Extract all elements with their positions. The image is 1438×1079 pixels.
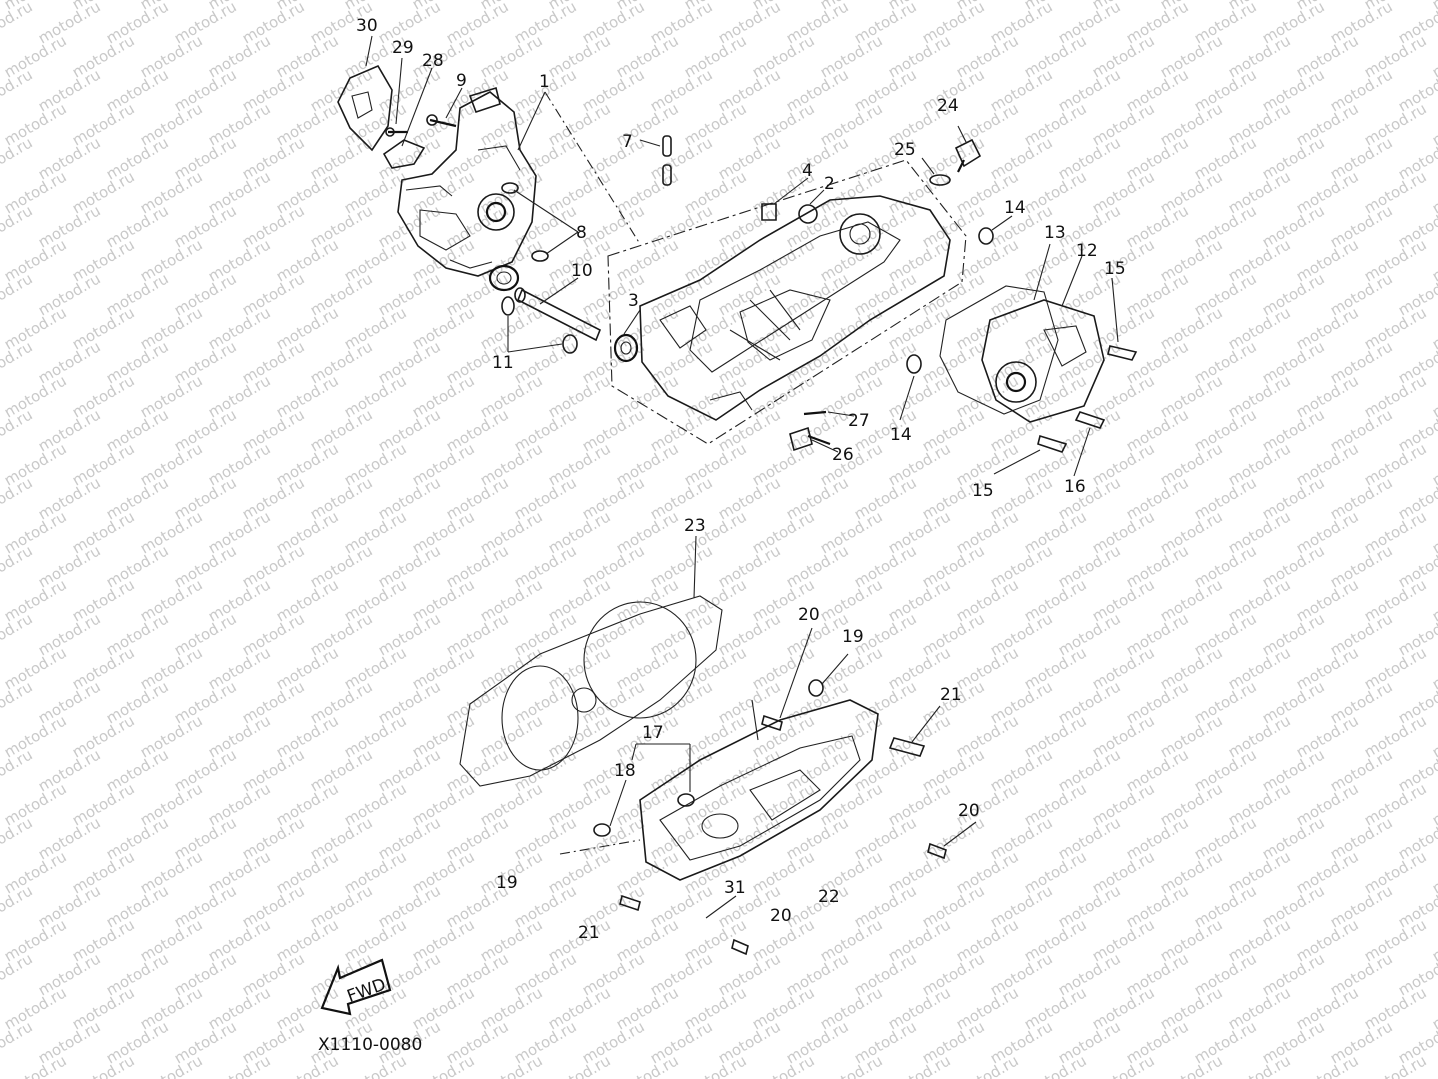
watermark-text: motod.ru (1361, 1051, 1430, 1079)
callout-27: 27 (848, 411, 870, 431)
callout-19-left: 19 (496, 873, 518, 893)
callout-19-top: 19 (842, 627, 864, 647)
watermark-text: motod.ru (0, 983, 2, 1033)
watermark-text: motod.ru (1429, 1051, 1438, 1079)
callout-12: 12 (1076, 241, 1098, 261)
watermark-text: motod.ru (1429, 31, 1438, 81)
callout-17: 17 (642, 723, 664, 743)
callout-18: 18 (614, 761, 636, 781)
leader-lines (365, 35, 1119, 919)
watermark-text: motod.ru (1429, 915, 1438, 965)
callout-11: 11 (492, 353, 514, 373)
watermark-text: motod.ru (1429, 439, 1438, 489)
callout-16: 16 (1064, 477, 1086, 497)
watermark-text: motod.ru (1429, 779, 1438, 829)
callout-22: 22 (818, 887, 840, 907)
watermark-text: motod.ru (0, 643, 2, 693)
callout-13: 13 (1044, 223, 1066, 243)
callout-20-right: 20 (958, 801, 980, 821)
callout-25: 25 (894, 140, 916, 160)
callout-10: 10 (571, 261, 593, 281)
callout-26: 26 (832, 445, 854, 465)
callout-2: 2 (824, 174, 835, 194)
watermark-text: motod.ru (0, 711, 2, 761)
watermark-text: motod.ru (1429, 99, 1438, 149)
callout-21-right: 21 (940, 685, 962, 705)
watermark-text: motod.ru (1089, 1051, 1158, 1079)
watermark-text: motod.ru (1293, 1051, 1362, 1079)
watermark-text: motod.ru (613, 1051, 682, 1079)
watermark-text: motod.ru (0, 99, 2, 149)
watermark-text: motod.ru (0, 439, 2, 489)
side-cover-part (906, 138, 1138, 453)
callout-28: 28 (422, 51, 444, 71)
callout-3: 3 (628, 291, 639, 311)
callout-9: 9 (456, 71, 467, 91)
callout-30: 30 (356, 16, 378, 36)
watermark-text: motod.ru (0, 915, 2, 965)
watermark-text: motod.ru (1429, 235, 1438, 285)
watermark-text: motod.ru (0, 1051, 2, 1079)
callout-31: 31 (724, 878, 746, 898)
watermark-text: motod.ru (1429, 507, 1438, 557)
watermark-text: motod.ru (885, 1051, 954, 1079)
callout-24: 24 (937, 96, 959, 116)
watermark-text: motod.ru (0, 303, 2, 353)
watermark-text: motod.ru (1429, 643, 1438, 693)
callout-20-top: 20 (798, 605, 820, 625)
callout-23: 23 (684, 516, 706, 536)
watermark-text: motod.ru (0, 167, 2, 217)
watermark-text: motod.ru (0, 779, 2, 829)
callout-layer: 30 29 28 9 1 7 8 10 11 3 4 2 24 25 14 13… (318, 16, 1126, 1055)
watermark-text: motod.ru (545, 1051, 614, 1079)
callout-29: 29 (392, 38, 414, 58)
watermark-text: motod.ru (1429, 983, 1438, 1033)
watermark-text: motod.ru (1429, 0, 1438, 13)
crankcase-left-part (337, 64, 602, 354)
watermark-text: motod.ru (0, 235, 2, 285)
callout-4: 4 (802, 161, 813, 181)
watermark-text: motod.ru (273, 1051, 342, 1079)
watermark-text: motod.ru (1429, 575, 1438, 625)
watermark-text: motod.ru (1, 1051, 70, 1079)
callout-7: 7 (622, 132, 633, 152)
watermark-text: motod.ru (0, 371, 2, 421)
watermark-text: motod.ru (1429, 847, 1438, 897)
watermark-text: motod.ru (1429, 371, 1438, 421)
watermark-text: motod.ru (1429, 711, 1438, 761)
callout-21-left: 21 (578, 923, 600, 943)
watermark-text: motod.ru (1429, 167, 1438, 217)
watermark-text: motod.ru (1429, 303, 1438, 353)
callout-14-top: 14 (1004, 198, 1026, 218)
watermark-text: motod.ru (749, 1051, 818, 1079)
watermark-text: motod.ru (0, 575, 2, 625)
watermark-text: motod.ru (0, 507, 2, 557)
callout-15-top: 15 (1104, 259, 1126, 279)
watermark-text: motod.ru (817, 1051, 886, 1079)
watermark-text: motod.ru (0, 847, 2, 897)
watermark-text: motod.ru (0, 31, 2, 81)
watermark-text: motod.ru (205, 1051, 274, 1079)
watermark-text: motod.ru (681, 1051, 750, 1079)
crankcase-cover-part (459, 595, 947, 956)
watermark-text: motod.ru (341, 1051, 410, 1079)
watermark-text: motod.ru (477, 1051, 546, 1079)
watermark-text: motod.ru (69, 1051, 138, 1079)
callout-15-bottom: 15 (972, 481, 994, 501)
drawing-code: X1110-0080 (318, 1035, 422, 1055)
crankcase-right-part (607, 135, 967, 452)
watermark-text: motod.ru (409, 1051, 478, 1079)
watermark-text: motod.ru (137, 1051, 206, 1079)
callout-8: 8 (576, 223, 587, 243)
callout-20-bottom: 20 (770, 906, 792, 926)
watermark-text: motod.ru (1157, 1051, 1226, 1079)
watermark-text: motod.ru (953, 1051, 1022, 1079)
watermark-text: motod.ru (1225, 1051, 1294, 1079)
watermark-text: motod.ru (1021, 1051, 1090, 1079)
callout-14-bottom: 14 (890, 425, 912, 445)
callout-1: 1 (539, 72, 550, 92)
